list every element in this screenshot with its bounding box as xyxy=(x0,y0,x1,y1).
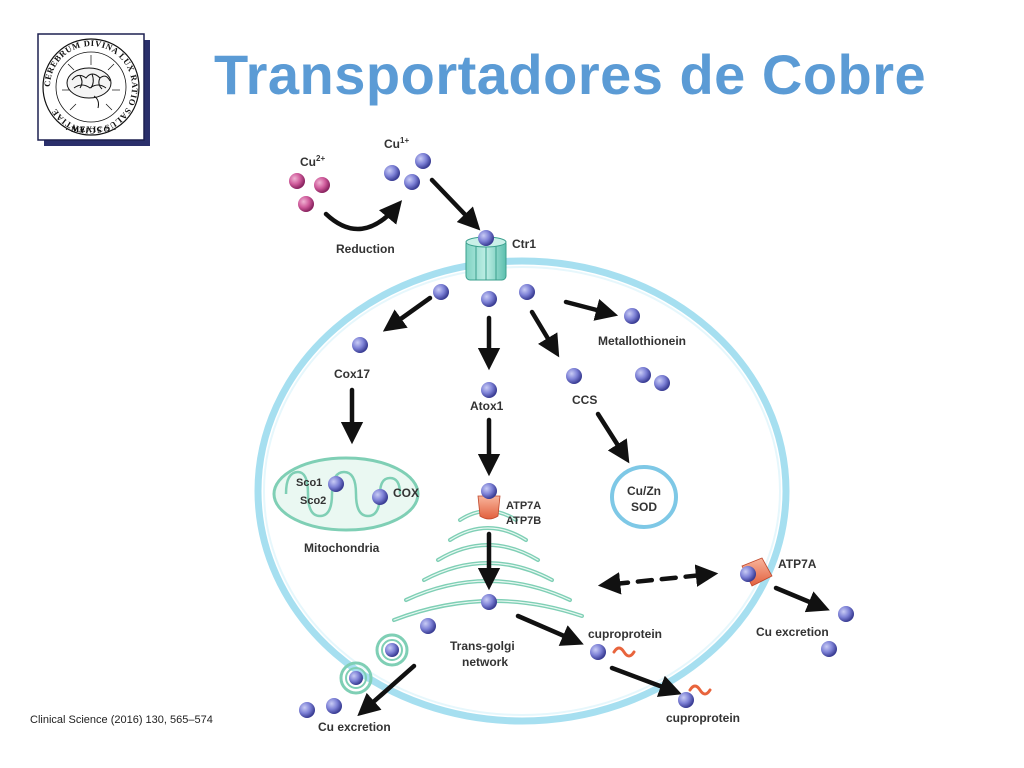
label-metallothionein: Metallothionein xyxy=(598,334,686,348)
cu1-ion xyxy=(624,308,640,324)
label-ctr1: Ctr1 xyxy=(512,237,536,251)
label-cu-excretion-right: Cu excretion xyxy=(756,625,829,639)
arrow-to-ccs xyxy=(529,309,560,358)
logo-outer-ring xyxy=(42,38,140,136)
cu1-ion xyxy=(372,489,388,505)
cu1-ion xyxy=(740,566,756,582)
cu1-ion xyxy=(838,606,854,622)
label-atp7b-golgi: ATP7B xyxy=(506,515,541,527)
label-cuproprotein-inner: cuproprotein xyxy=(588,627,662,641)
cu1-ion xyxy=(328,476,344,492)
cuproprotein-outer-icon xyxy=(688,684,712,696)
cu-zn-sod-enzyme xyxy=(610,465,678,529)
label-cu1: Cu1+ xyxy=(384,136,409,151)
label-cox: COX xyxy=(393,486,419,500)
cu1-ion xyxy=(678,692,694,708)
cu1-ion xyxy=(420,618,436,634)
cu1-ion xyxy=(566,368,582,384)
cu1-ion xyxy=(415,153,431,169)
arrow-to-cu-excretion-bottom xyxy=(357,663,417,717)
citation: Clinical Science (2016) 130, 565–574 xyxy=(30,714,213,726)
label-atp7a-membrane: ATP7A xyxy=(778,557,817,571)
cell-membrane-inner xyxy=(263,266,781,716)
label-mitochondria: Mitochondria xyxy=(304,541,380,555)
membrane-vesicle xyxy=(339,661,373,695)
label-trans-golgi-2: network xyxy=(462,655,508,669)
cu1-ion xyxy=(635,367,651,383)
slide-title: Transportadores de Cobre xyxy=(214,43,927,106)
label-cu2: Cu2+ xyxy=(300,154,325,169)
cu1-ion xyxy=(481,483,497,499)
label-ccs: CCS xyxy=(572,393,597,407)
label-atox1: Atox1 xyxy=(470,399,504,413)
cu1-ions xyxy=(299,153,854,718)
arrow-golgi-atp7a-trafficking xyxy=(597,564,719,595)
cu1-ion xyxy=(349,671,363,685)
cu2-ions xyxy=(289,173,330,212)
cu1-ion xyxy=(519,284,535,300)
university-seal-logo: CEREBRUM DIVINA LUX RATIO SALUS SCIENTIA… xyxy=(37,33,150,146)
ctr1-channel-icon xyxy=(465,236,507,281)
logo-inner-ring xyxy=(55,51,127,123)
cu1-ion xyxy=(326,698,342,714)
logo-place: · MEXICO · xyxy=(65,124,117,134)
label-sod-line1: Cu/Zn xyxy=(627,484,661,498)
label-cuproprotein-outer: cuproprotein xyxy=(666,711,740,725)
brain-icon xyxy=(66,67,112,109)
label-trans-golgi-1: Trans-golgi xyxy=(450,639,515,653)
cu2-ion xyxy=(298,196,314,212)
arrow-to-cu-excretion-right xyxy=(773,585,830,613)
label-sod-line2: SOD xyxy=(631,500,657,514)
cu1-ion xyxy=(384,165,400,181)
cu1-ion xyxy=(481,594,497,610)
arrow-reduction xyxy=(323,200,403,232)
arrow-cuproprotein-secretion xyxy=(609,665,682,697)
arrow-to-cuproprotein xyxy=(515,613,584,646)
cu1-ion xyxy=(478,230,494,246)
atp7-golgi-pump-icon xyxy=(477,495,501,520)
cu2-ion xyxy=(314,177,330,193)
cu1-ion xyxy=(352,337,368,353)
cu1-ion xyxy=(821,641,837,657)
secretory-vesicle xyxy=(375,633,409,667)
cu1-ion xyxy=(385,643,399,657)
cu1-ion xyxy=(404,174,420,190)
label-atp7a-golgi: ATP7A xyxy=(506,500,541,512)
cuproprotein-inner-icon xyxy=(612,646,636,658)
mitochondria-organelle xyxy=(272,456,420,532)
label-sco2: Sco2 xyxy=(300,495,326,507)
arrow-into-ctr1 xyxy=(429,177,481,231)
arrow-to-sod xyxy=(595,411,630,464)
cu1-ion xyxy=(481,382,497,398)
cu1-ion xyxy=(481,291,497,307)
label-sco1: Sco1 xyxy=(296,477,322,489)
label-cu-excretion-bottom: Cu excretion xyxy=(318,720,391,734)
cu1-ion xyxy=(590,644,606,660)
cu1-ion xyxy=(433,284,449,300)
arrow-to-cox17 xyxy=(382,295,433,332)
label-reduction: Reduction xyxy=(336,242,395,256)
cell-membrane-outer xyxy=(254,257,790,725)
label-cox17: Cox17 xyxy=(334,367,370,381)
cu1-ion xyxy=(299,702,315,718)
cu2-ion xyxy=(289,173,305,189)
cu1-ion xyxy=(654,375,670,391)
seal-rays-icon xyxy=(62,55,120,111)
arrow-to-metallothionein xyxy=(563,299,619,321)
